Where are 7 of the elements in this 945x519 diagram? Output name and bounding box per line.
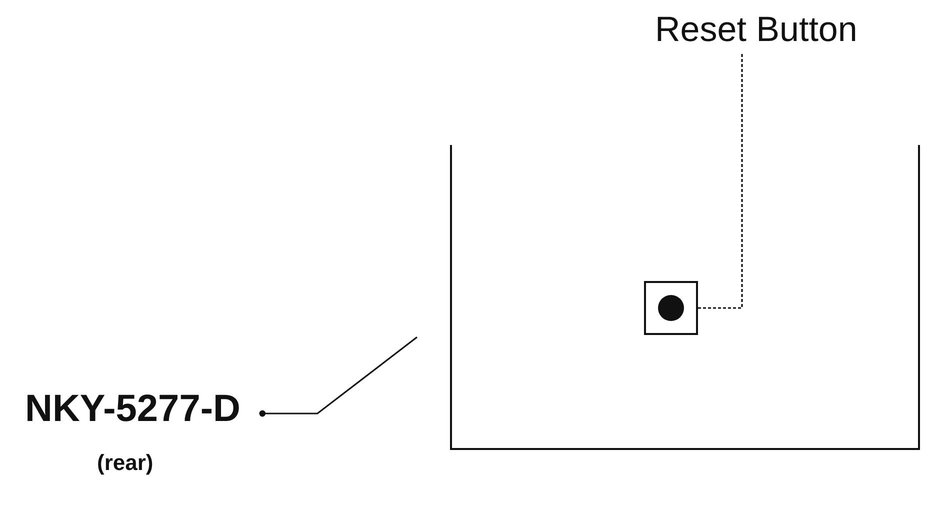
part-label: Reset Button bbox=[655, 10, 858, 50]
leader-line bbox=[698, 54, 743, 309]
reset-button bbox=[644, 281, 698, 335]
view-label: (rear) bbox=[97, 450, 154, 476]
model-label: NKY-5277-D bbox=[25, 388, 240, 431]
device-outline bbox=[450, 145, 920, 450]
leader-line bbox=[259, 336, 418, 417]
